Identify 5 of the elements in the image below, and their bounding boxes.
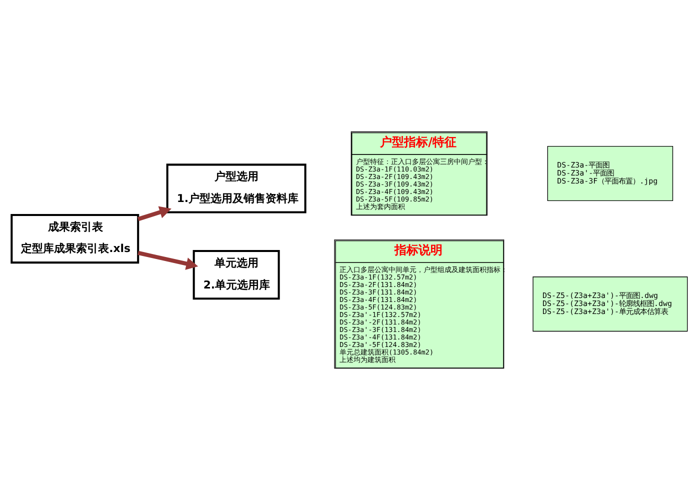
node-box: 成果索引表 定型库成果索引表.xls (10, 214, 140, 264)
arrow (138, 206, 172, 222)
arrow (138, 250, 198, 270)
node-box: 户型选用 1.户型选用及销售资料库 (166, 164, 306, 214)
node-box: 单元选用 2.单元选用库 (192, 250, 280, 300)
